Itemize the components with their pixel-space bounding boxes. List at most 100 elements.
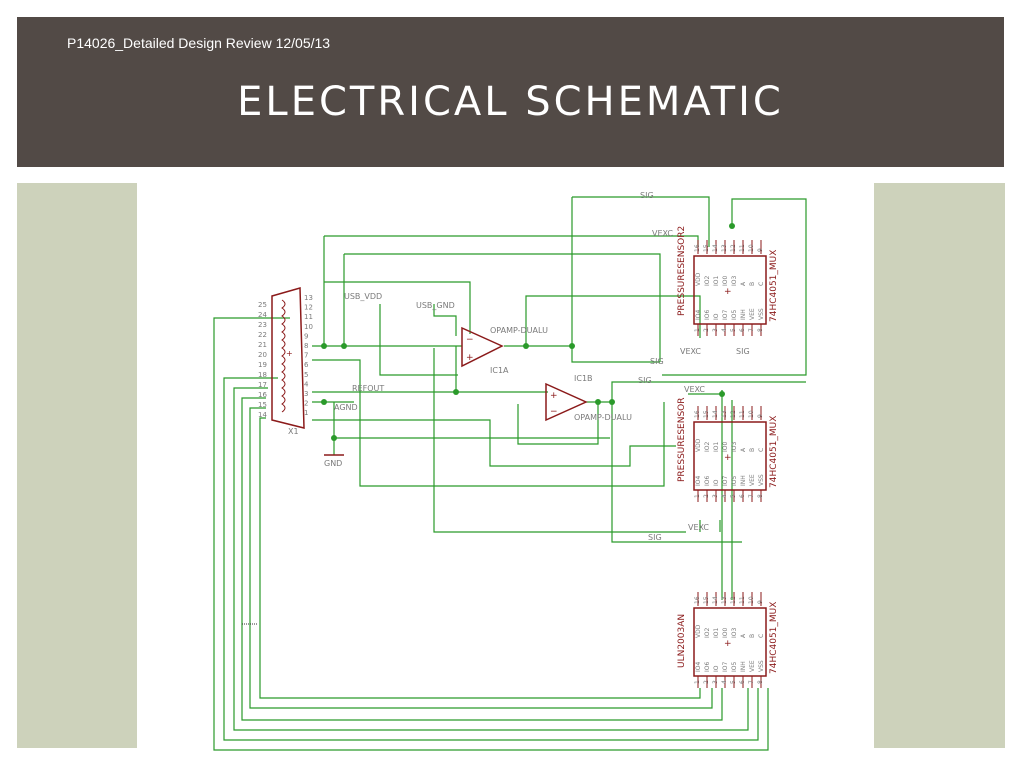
chip-pin-number: 5 xyxy=(730,328,737,332)
connector-ref: X1 xyxy=(288,427,299,436)
connector-pin-number: 15 xyxy=(258,401,267,409)
chip-pin-name: IO7 xyxy=(722,662,729,672)
chip-pin-name: B xyxy=(749,282,756,286)
chip-pin-name: INH xyxy=(740,309,747,320)
connector-pin-number: 2 xyxy=(304,400,308,408)
svg-text:−: − xyxy=(550,407,558,417)
net-labels: SIG VEXC USB_VDD USB_GND SIG VEXC SIG SI… xyxy=(324,191,750,542)
svg-text:+: + xyxy=(466,353,474,363)
label-usb-gnd: USB_GND xyxy=(416,301,455,310)
connector-pin-number: 14 xyxy=(258,411,267,419)
connector-pin-number: 3 xyxy=(304,390,308,398)
chip-pin-name: IO5 xyxy=(731,476,738,486)
chip-pin-number: 12 xyxy=(730,410,737,418)
connector-pin-number: 9 xyxy=(304,332,308,340)
connector-pin-number: 18 xyxy=(258,371,267,379)
slide-subtitle: P14026_Detailed Design Review 12/05/13 xyxy=(67,35,331,51)
chip-pin-number: 16 xyxy=(694,244,701,252)
chip-pin-number: 14 xyxy=(712,244,719,252)
chip-pin-name: IO0 xyxy=(722,628,729,638)
label-sig-top: SIG xyxy=(640,191,654,200)
chip-pin-name: IO3 xyxy=(731,628,738,638)
ic1b-value: OPAMP-DUALU xyxy=(574,413,632,422)
slide-header: P14026_Detailed Design Review 12/05/13 E… xyxy=(17,17,1004,167)
connector-pin-number: 6 xyxy=(304,361,309,369)
chip-pin-name: A xyxy=(740,633,747,638)
chip-body xyxy=(693,255,767,325)
chip-pin-name: IO7 xyxy=(722,310,729,320)
chip-pin-name: INH xyxy=(740,475,747,486)
chip-pin-number: 11 xyxy=(739,596,746,604)
chip-pin-name: IO6 xyxy=(704,310,711,320)
chip-pin-number: 12 xyxy=(730,596,737,604)
chip-pin-number: 2 xyxy=(703,494,710,498)
chip-pin-number: 3 xyxy=(712,494,719,498)
left-side-panel xyxy=(17,183,137,748)
right-side-panel xyxy=(874,183,1005,748)
label-vexc-mid: VEXC xyxy=(680,347,701,356)
chip-pin-number: 13 xyxy=(721,410,728,418)
connector-pin-number: 22 xyxy=(258,331,267,339)
chip-pin-number: 9 xyxy=(757,600,764,604)
chip-name: PRESSURESENSOR2 xyxy=(677,226,687,316)
chip-pin-number: 15 xyxy=(703,244,710,252)
chip-pin-name: A xyxy=(740,447,747,452)
label-agnd: AGND xyxy=(334,403,358,412)
chip-pin-name: IO4 xyxy=(695,476,702,486)
chip-pin-number: 6 xyxy=(739,328,746,332)
connector-pin-number: 7 xyxy=(304,352,308,360)
chip-pin-name: VDD xyxy=(695,438,702,452)
opamp-ic1a: − + OPAMP-DUALU IC1A xyxy=(461,326,548,375)
chip-pin-number: 8 xyxy=(757,494,764,498)
chip-pin-name: VDD xyxy=(695,272,702,286)
chip-pin-number: 2 xyxy=(703,328,710,332)
chip-pin-name: B xyxy=(749,448,756,452)
chip-part: 74HC4051_MUX xyxy=(769,416,779,488)
chip-pin-number: 4 xyxy=(721,494,728,498)
connector-pin-number: 25 xyxy=(258,301,267,309)
chip-pin-name: VEE xyxy=(749,474,756,486)
chip-pin-number: 4 xyxy=(721,328,728,332)
chip-pin-number: 7 xyxy=(748,494,755,498)
connector-pin-number: 1 xyxy=(304,409,308,417)
chip-pin-name: IO0 xyxy=(722,442,729,452)
label-vexc-top: VEXC xyxy=(652,229,673,238)
connector-pin-number: 10 xyxy=(304,323,313,331)
chip-pin-number: 6 xyxy=(739,494,746,498)
chip-pin-number: 16 xyxy=(694,596,701,604)
chip-pin-name: IO6 xyxy=(704,662,711,672)
chip-pin-name: IO5 xyxy=(731,662,738,672)
chip-pin-name: B xyxy=(749,634,756,638)
connector-pin-number: 4 xyxy=(304,380,309,388)
chip-pin-name: IO5 xyxy=(731,310,738,320)
label-vexc-low: VEXC xyxy=(684,385,705,394)
ic1a-ref: IC1A xyxy=(490,366,509,375)
chip-pin-number: 15 xyxy=(703,410,710,418)
connector-pin-number: 24 xyxy=(258,311,267,319)
chip-pin-name: IO1 xyxy=(713,628,720,638)
label-refout: REFOUT xyxy=(352,384,384,393)
chip-pin-number: 7 xyxy=(748,680,755,684)
connector-pin-number: 21 xyxy=(258,341,267,349)
connector-pin-number: 19 xyxy=(258,361,267,369)
chip-pin-name: INH xyxy=(740,661,747,672)
chip-plus-mark: + xyxy=(724,453,732,463)
chip-pin-number: 1 xyxy=(694,494,701,498)
chip-pin-number: 13 xyxy=(721,244,728,252)
chip-pin-number: 3 xyxy=(712,328,719,332)
chip-pin-name: IO xyxy=(713,665,720,672)
chip-pin-number: 10 xyxy=(748,244,755,252)
connector-pin-number: 20 xyxy=(258,351,267,359)
chip-pin-name: VDD xyxy=(695,624,702,638)
chip-pin-name: C xyxy=(758,448,765,452)
chip-pin-number: 15 xyxy=(703,596,710,604)
svg-text:+: + xyxy=(550,391,558,401)
chip-plus-mark: + xyxy=(724,287,732,297)
chip-pin-number: 10 xyxy=(748,596,755,604)
connector-plus-mark: + xyxy=(286,349,293,358)
chip-pin-name: IO2 xyxy=(704,628,711,638)
chip-pin-number: 6 xyxy=(739,680,746,684)
chip-pin-number: 8 xyxy=(757,328,764,332)
chip-pin-name: IO4 xyxy=(695,310,702,320)
